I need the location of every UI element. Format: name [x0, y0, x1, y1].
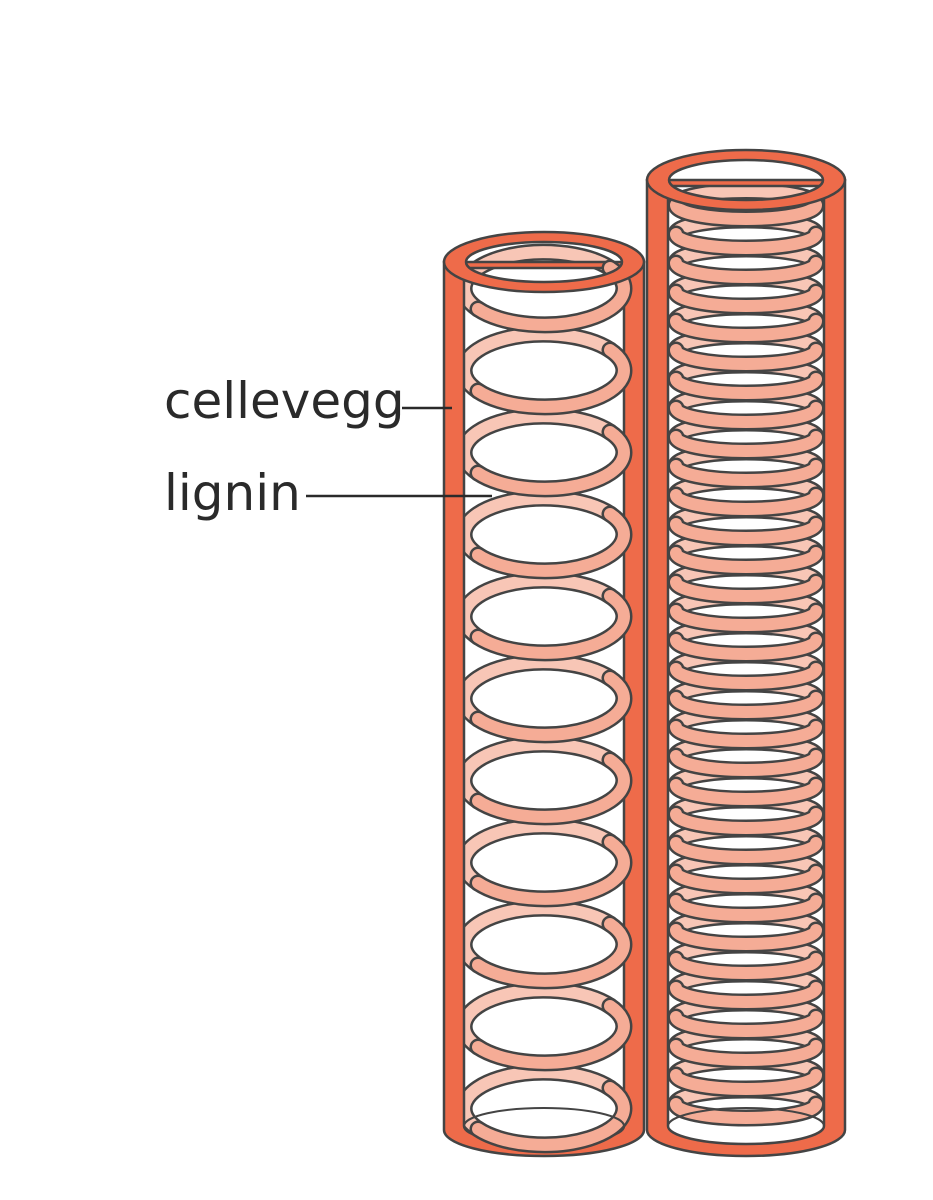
- spiral-coil-front: [472, 1082, 630, 1151]
- spiral-coil-front: [472, 672, 630, 741]
- ring-front: [670, 663, 822, 689]
- right-rings-front: [667, 196, 825, 1127]
- spiral-coil-front: [472, 344, 630, 413]
- ring-front: [670, 1098, 822, 1124]
- ring-front: [670, 895, 822, 921]
- ring-front: [670, 257, 822, 283]
- ring-front: [670, 518, 822, 544]
- ring-front: [670, 692, 822, 718]
- left-top-rim: [442, 230, 646, 294]
- ring-front: [670, 402, 822, 428]
- spiral-coil-front: [472, 1000, 630, 1069]
- ring-front: [670, 199, 822, 225]
- spiral-coil-front: [472, 262, 630, 331]
- ring-front: [670, 605, 822, 631]
- ring-front: [670, 982, 822, 1008]
- ring-front: [670, 460, 822, 486]
- ring-front: [670, 924, 822, 950]
- ring-front: [670, 547, 822, 573]
- right-bottom-rim: [667, 1107, 825, 1127]
- ring-front: [670, 373, 822, 399]
- label-lignin: lignin: [164, 464, 301, 522]
- ring-front: [670, 1069, 822, 1095]
- label-cell-wall: cellevegg: [164, 372, 405, 430]
- ring-front: [670, 489, 822, 515]
- spiral-coil-front: [472, 918, 630, 987]
- spiral-coil-front: [472, 754, 630, 823]
- ring-front: [670, 286, 822, 312]
- ring-front: [670, 837, 822, 863]
- ring-front: [670, 1040, 822, 1066]
- spiral-vessel: [442, 230, 646, 1158]
- left-spiral-front: [469, 259, 633, 1154]
- right-cell-wall: [645, 178, 847, 1158]
- ring-front: [670, 228, 822, 254]
- ring-front: [670, 634, 822, 660]
- ring-front: [670, 315, 822, 341]
- ring-front: [670, 866, 822, 892]
- ring-front: [670, 779, 822, 805]
- ring-front: [670, 1011, 822, 1037]
- ring-front: [670, 750, 822, 776]
- annular-vessel: [645, 148, 847, 1158]
- spiral-coil-front: [472, 836, 630, 905]
- ring-front: [670, 576, 822, 602]
- ring-front: [670, 344, 822, 370]
- spiral-coil-front: [472, 508, 630, 577]
- ring-front: [670, 721, 822, 747]
- right-top-rim: [645, 148, 847, 212]
- ring-front: [670, 808, 822, 834]
- spiral-coil-front: [472, 426, 630, 495]
- spiral-coil-front: [472, 590, 630, 659]
- ring-front: [670, 431, 822, 457]
- left-bottom-rim: [463, 1107, 625, 1127]
- ring-front: [670, 953, 822, 979]
